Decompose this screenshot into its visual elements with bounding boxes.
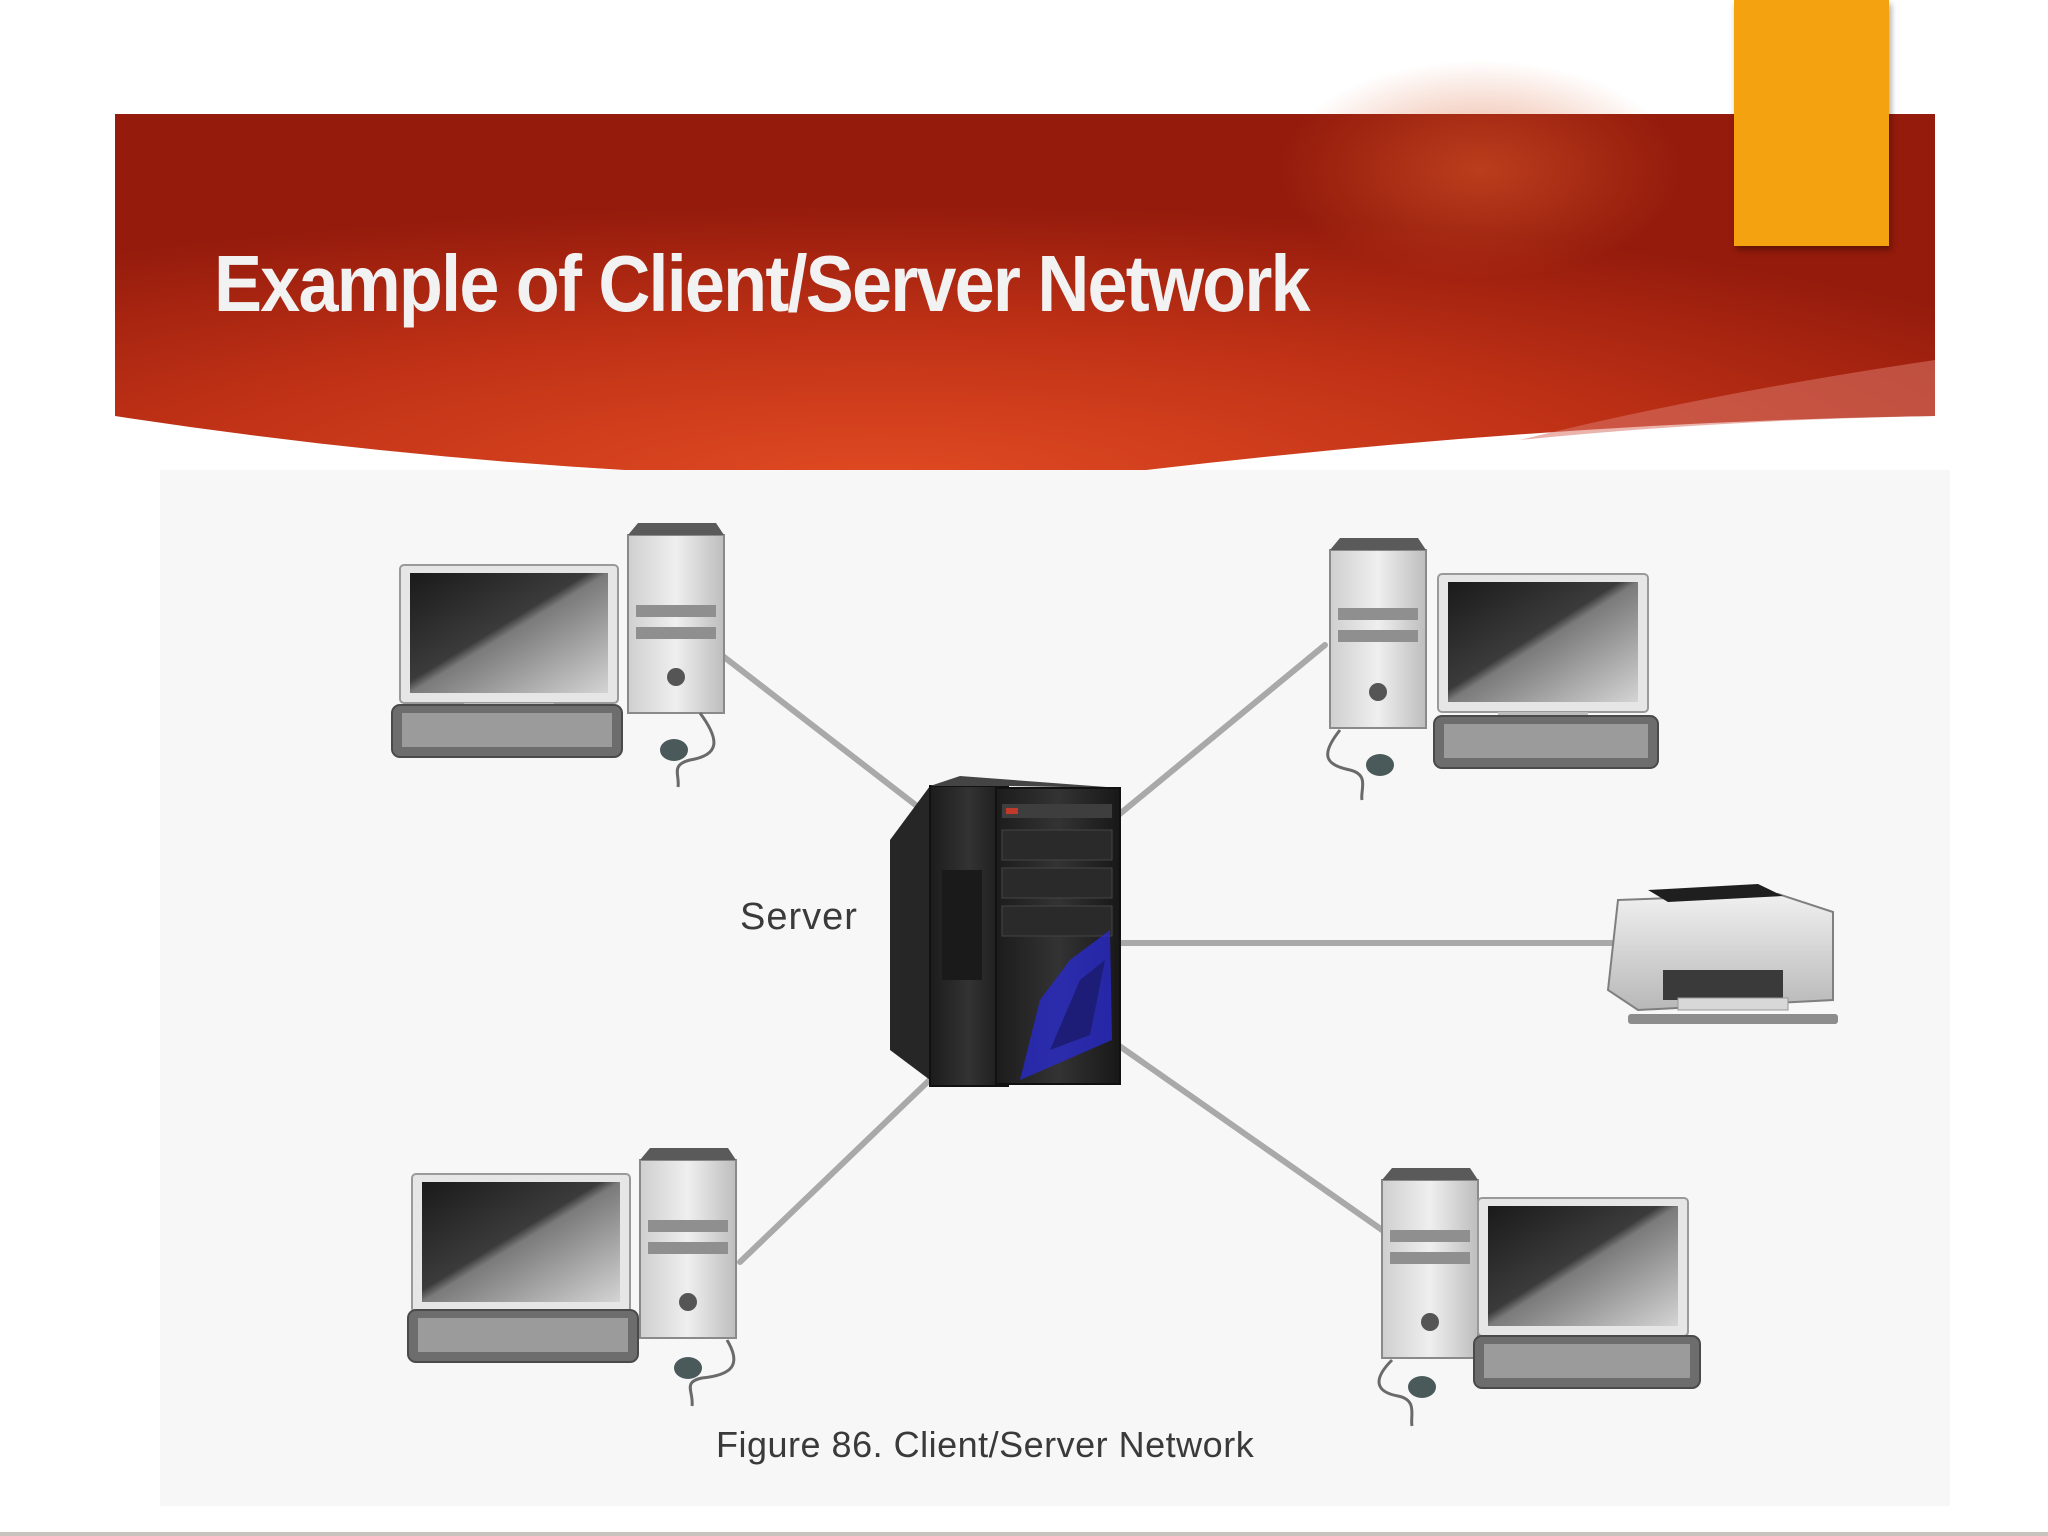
printer	[1606, 884, 1838, 1024]
bottom-divider	[0, 1532, 2048, 1536]
cable-bottom-right	[1115, 1042, 1388, 1235]
cable-top-left	[712, 647, 938, 823]
figure-caption: Figure 86. Client/Server Network	[716, 1424, 1255, 1465]
slide-title: Example of Client/Server Network	[214, 239, 1311, 328]
server-label: Server	[740, 896, 858, 938]
title-banner	[115, 60, 1935, 480]
client-computer-bottom-left	[407, 1148, 737, 1407]
client-computer-top-left	[391, 523, 725, 788]
client-computer-bottom-right	[1377, 1168, 1701, 1427]
accent-tab	[1734, 0, 1889, 246]
client-computer-top-right	[1326, 538, 1659, 801]
cables	[712, 642, 1618, 1265]
cable-bottom-left	[737, 1067, 943, 1265]
cable-top-right	[1107, 642, 1328, 825]
server-tower	[890, 776, 1121, 1087]
